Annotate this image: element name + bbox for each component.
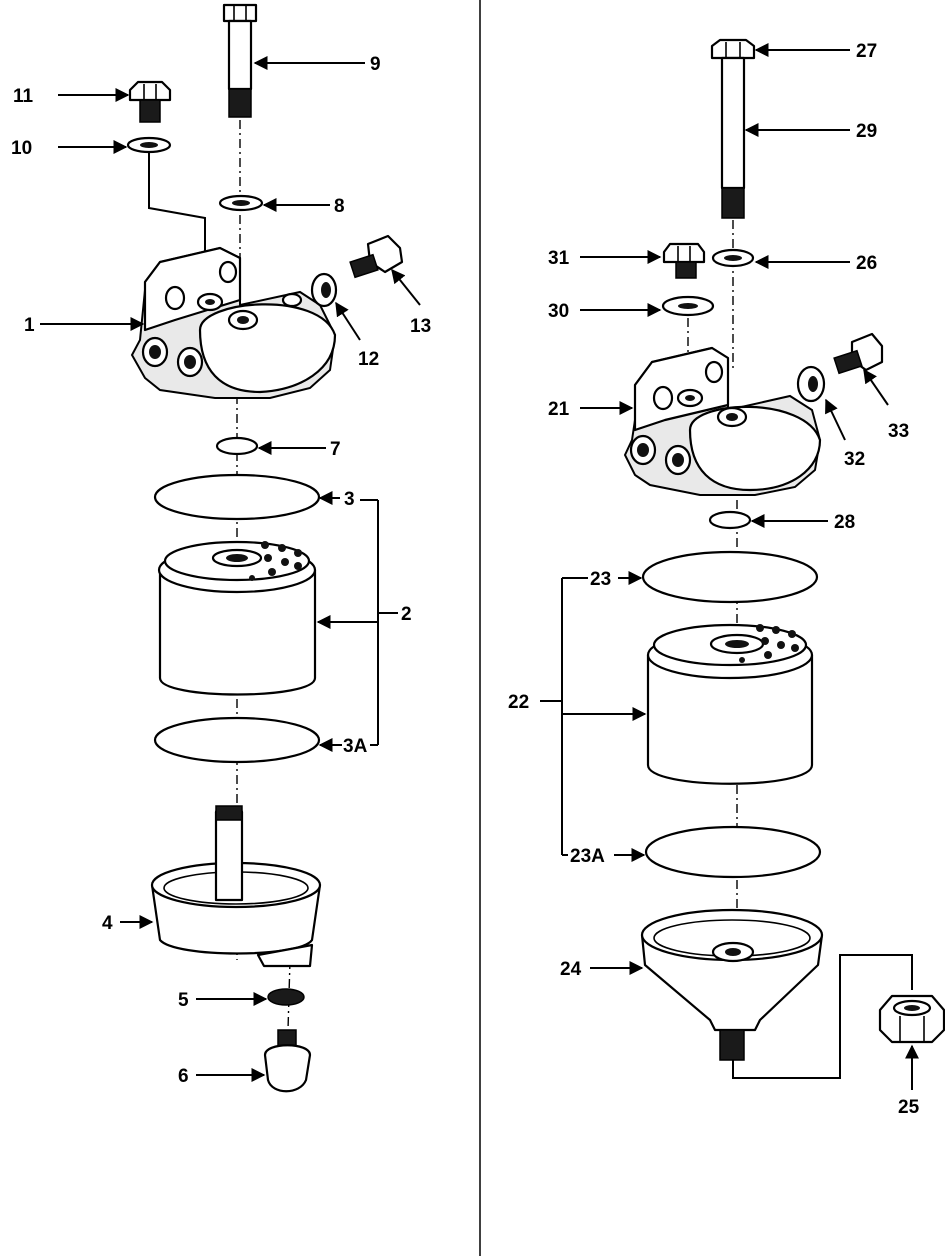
- callout-11: 11: [13, 86, 34, 107]
- callout-25: 25: [898, 1097, 920, 1118]
- part-25-nut: [878, 994, 945, 1044]
- part-5-gasket: [267, 988, 305, 1006]
- callout-29: 29: [856, 121, 877, 142]
- callout-32: 32: [844, 449, 865, 470]
- callout-8: 8: [334, 196, 345, 217]
- callout-2: 2: [401, 604, 412, 625]
- callout-33: 33: [888, 421, 909, 442]
- part-1-filter-head: [130, 246, 337, 399]
- part-3-seal: [153, 473, 321, 521]
- callout-31: 31: [548, 248, 570, 269]
- callout-9: 9: [370, 54, 381, 75]
- callout-30: 30: [548, 301, 569, 322]
- part-33-fitting: [833, 332, 884, 375]
- callout-13: 13: [410, 316, 431, 337]
- part-24-bowl: [640, 908, 824, 1061]
- part-13-fitting: [349, 234, 404, 279]
- callout-26: 26: [856, 253, 877, 274]
- callout-3a: 3A: [343, 736, 368, 757]
- callout-5: 5: [178, 990, 189, 1011]
- part-9-bolt: [222, 3, 258, 118]
- part-11-plug: [128, 80, 172, 123]
- callout-12: 12: [358, 349, 379, 370]
- part-22-filter-element: [646, 623, 814, 785]
- callout-4: 4: [102, 913, 113, 934]
- callout-10: 10: [11, 138, 32, 159]
- right-filter-assembly: [540, 38, 945, 1090]
- callout-24: 24: [560, 959, 582, 980]
- callout-21: 21: [548, 399, 570, 420]
- callout-22: 22: [508, 692, 529, 713]
- part-2-filter-element: [157, 540, 317, 696]
- part-28-o-ring: [708, 510, 752, 530]
- part-29-bolt: [710, 38, 756, 219]
- part-6-drain-plug: [263, 1029, 312, 1093]
- part-23-seal: [641, 550, 819, 604]
- part-4-bowl: [150, 805, 322, 968]
- callout-7: 7: [330, 439, 341, 460]
- callout-28: 28: [834, 512, 855, 533]
- part-3a-seal: [153, 716, 321, 764]
- part-7-o-ring: [215, 436, 259, 456]
- part-31-plug: [662, 242, 706, 279]
- callout-27: 27: [856, 41, 877, 62]
- callout-23: 23: [590, 569, 611, 590]
- callout-1: 1: [24, 315, 35, 336]
- left-filter-assembly: [40, 3, 421, 1093]
- callout-6: 6: [178, 1066, 189, 1087]
- part-21-filter-head: [623, 346, 822, 496]
- part-23a-seal: [644, 825, 822, 879]
- callout-23a: 23A: [570, 846, 605, 867]
- callout-labels: 1 2 3 3A 4 5 6 7 8 9 10 11 12 13 21 22 2…: [11, 41, 920, 1118]
- callout-3: 3: [344, 489, 355, 510]
